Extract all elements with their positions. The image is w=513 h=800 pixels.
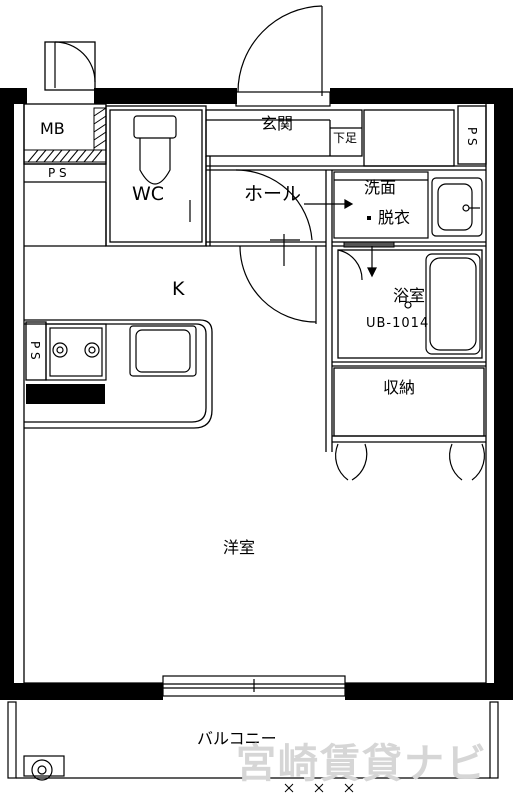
ps-top-left-label: P S: [48, 166, 67, 180]
bath-label: 浴室: [393, 286, 426, 305]
interior-walls: [23, 41, 487, 684]
mb-label: MB: [40, 119, 65, 138]
ps-kitchen-label: P S: [28, 341, 42, 360]
hatch-marks: [23, 107, 395, 248]
washroom-marker: [367, 216, 371, 220]
storage-label: 収納: [383, 378, 416, 397]
shoe-box-label: 下足: [333, 131, 358, 145]
washroom-label-1: 洗面: [364, 178, 397, 197]
door-swings: [54, 5, 485, 697]
kitchen-label: K: [172, 278, 185, 300]
balcony-label: バルコニー: [197, 729, 277, 748]
ps-top-right-label: P S: [465, 127, 479, 146]
flow-arrows: [270, 198, 377, 278]
fixtures: [7, 115, 499, 781]
washroom-label-2: 脱衣: [378, 208, 411, 227]
hall-label: ホール: [244, 183, 302, 205]
wc-label: WC: [132, 183, 165, 205]
unit-bath-model-label: UB-1014: [366, 316, 430, 331]
drain-marks: [284, 783, 354, 793]
entrance-label: 玄関: [261, 114, 294, 133]
watermark: 宮崎賃貸ナビ: [236, 741, 488, 787]
exterior-walls: [0, 88, 513, 700]
western-room-label: 洋室: [223, 538, 256, 557]
